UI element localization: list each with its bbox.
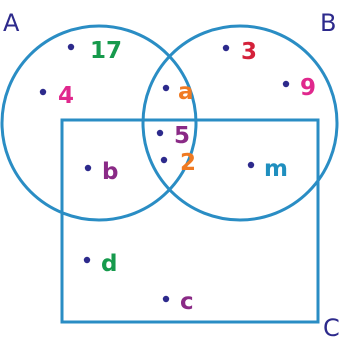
set-b-circle: [141, 24, 339, 222]
set-a-label: A: [3, 9, 20, 37]
element-dot: [222, 44, 230, 52]
element-label: d: [101, 251, 117, 277]
element-label: b: [102, 159, 118, 185]
set-c-label: C: [323, 314, 340, 340]
element-label: 9: [300, 75, 316, 101]
element-label: c: [180, 289, 194, 315]
element-label: 2: [180, 150, 196, 176]
element-dot: [83, 256, 91, 264]
element-dot: [39, 88, 47, 96]
element-label: a: [178, 79, 194, 105]
element-dot: [162, 295, 170, 303]
element-dot: [84, 164, 92, 172]
set-b-label: B: [320, 9, 336, 37]
element-label: 4: [58, 83, 74, 109]
element-dot: [282, 80, 290, 88]
element-label: 17: [90, 38, 122, 64]
element-label: m: [264, 156, 288, 182]
element-group: 17 4 a 3 9 52 b m d c: [39, 38, 316, 315]
set-a-circle: [0, 24, 198, 222]
element-label: 5: [174, 123, 190, 149]
set-c-rectangle: [60, 118, 320, 324]
element-label: 3: [241, 39, 257, 65]
element-dot: [162, 84, 170, 92]
element-dot: [156, 129, 164, 137]
element-dot: [67, 43, 75, 51]
element-dot: [247, 161, 255, 169]
element-dot: [160, 156, 168, 164]
